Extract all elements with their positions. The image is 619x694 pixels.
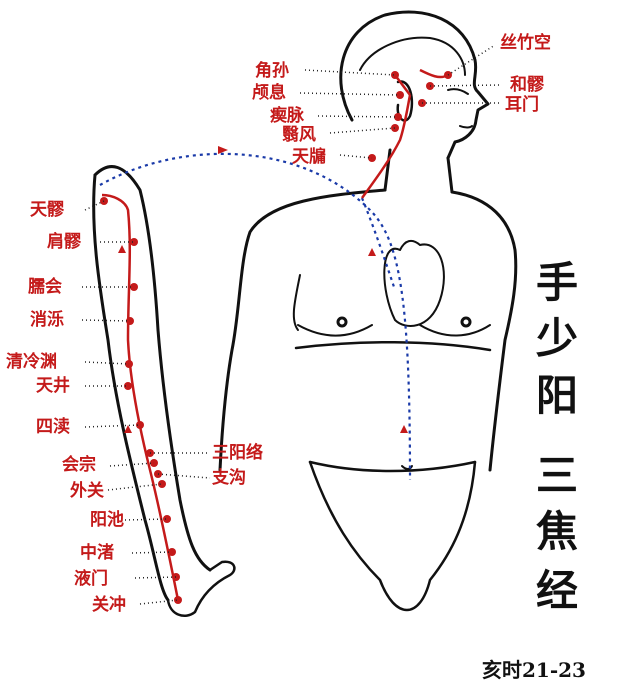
label-waiguan: 外关: [70, 481, 104, 501]
meridian-neck-line: [360, 94, 412, 199]
label-yemen: 液门: [74, 569, 108, 589]
label-ermen: 耳门: [505, 95, 539, 115]
label-qinglengyuan: 清冷渊: [6, 352, 57, 372]
leader-zhongzhu: [131, 551, 173, 554]
label-xiaoluo: 消泺: [30, 310, 64, 330]
arm-inner-line: [292, 274, 301, 331]
label-guanchong: 关冲: [92, 595, 126, 615]
label-sanyangluo: 三阳络: [212, 443, 263, 463]
dot-yemen: [172, 573, 180, 581]
label-yifeng: 翳风: [282, 125, 316, 145]
label-jiaosun: 角孙: [255, 61, 289, 81]
head-outline: [339, 10, 490, 160]
dot-yifeng: [391, 124, 399, 132]
label-huizong: 会宗: [62, 455, 96, 475]
title-char-4: 三: [535, 451, 578, 500]
connector-chest: [360, 197, 397, 291]
title-char-1: 手: [535, 258, 578, 307]
label-heliao: 和髎: [510, 75, 544, 95]
label-jianliao: 肩髎: [47, 232, 81, 252]
groin-outline: [308, 460, 477, 612]
title-char-2: 少: [535, 314, 578, 363]
leader-luxi: [299, 92, 401, 96]
title-char-5: 焦: [535, 507, 578, 556]
leader-qinglengyuan: [84, 361, 130, 365]
arrow-up-abdomen: [400, 425, 408, 433]
label-naohui: 臑会: [28, 277, 62, 297]
leader-tianyou: [339, 154, 373, 159]
time-label: 亥时21-23: [482, 658, 586, 682]
dot-sidu: [136, 421, 144, 429]
label-luxi: 颅息: [252, 83, 286, 103]
dot-naohui: [130, 283, 138, 291]
waist-line: [308, 460, 477, 473]
face-detail: [447, 88, 473, 129]
nipple-right: [460, 316, 472, 328]
heart-outline: [383, 239, 445, 327]
leader-jiaosun: [304, 69, 396, 76]
title-char-6: 经: [535, 566, 578, 615]
hand-outline: [166, 560, 236, 617]
diaphragm-line: [294, 341, 492, 352]
neck-outline: [383, 148, 454, 194]
leader-yifeng: [329, 127, 396, 134]
connector-shoulder-arc: [99, 152, 412, 481]
arm-outer: [93, 165, 212, 572]
label-yangchi: 阳池: [90, 510, 124, 530]
torso-right: [450, 190, 518, 472]
leader-huizong: [109, 462, 155, 467]
hair-line: [359, 36, 466, 76]
leader-yemen: [134, 576, 177, 579]
leader-sidu: [84, 424, 141, 428]
arm-inner: [92, 173, 170, 602]
dot-yangchi: [163, 515, 171, 523]
dot-jiaosun: [391, 71, 399, 79]
leader-chimai: [317, 115, 399, 118]
dot-tianliao: [100, 197, 108, 205]
leader-heliao: [429, 84, 501, 87]
torso-left: [218, 188, 387, 472]
label-tianyou: 天牖: [292, 147, 326, 167]
leader-guanchong: [139, 599, 179, 605]
title-char-3: 阳: [535, 371, 578, 420]
label-zhigou: 支沟: [212, 468, 246, 488]
label-sidu: 四渎: [36, 417, 70, 437]
arrow-up-forearm: [124, 425, 132, 433]
arrow-up-upperarm: [118, 245, 126, 253]
dot-jianliao: [130, 238, 138, 246]
arrow-right-shoulder: [218, 146, 228, 154]
chest-line: [297, 324, 491, 337]
label-chimai: 瘈脉: [270, 106, 304, 126]
meridian-arm-line: [101, 193, 180, 601]
nipple-left: [336, 316, 348, 328]
dot-waiguan: [158, 480, 166, 488]
arrow-down-chest: [368, 248, 376, 256]
navel: [401, 465, 413, 470]
leader-zhigou: [157, 473, 211, 479]
label-sizhukong: 丝竹空: [500, 33, 551, 53]
label-zhongzhu: 中渚: [80, 543, 114, 563]
leader-xiaoluo: [81, 319, 131, 322]
dot-tianjing: [124, 382, 132, 390]
label-tianjing: 天井: [36, 376, 70, 396]
dot-guanchong: [174, 596, 182, 604]
label-tianliao: 天髎: [30, 200, 64, 220]
